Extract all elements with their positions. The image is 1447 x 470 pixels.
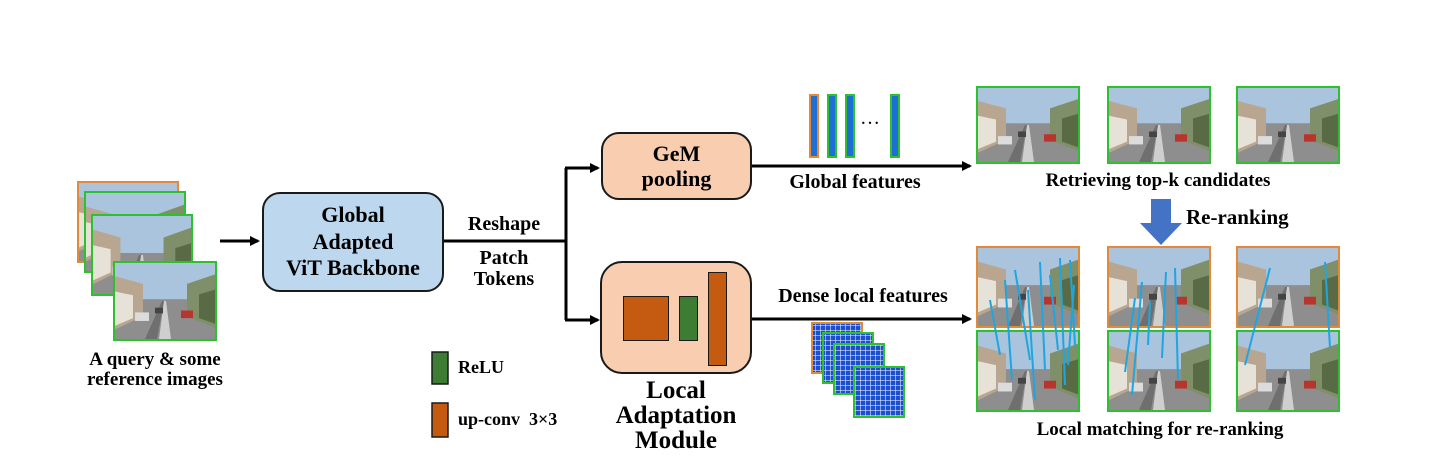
match-query-3 (1236, 246, 1340, 328)
candidate-image-3 (1236, 86, 1340, 164)
backbone-box: Global Adapted ViT Backbone (262, 192, 444, 292)
rerank-arrow-icon (1140, 199, 1182, 245)
gem-line1: GeM (652, 140, 701, 166)
local-matching-label: Local matching for re-ranking (1036, 419, 1284, 440)
street-scene-icon (1109, 332, 1209, 410)
lam-line3: Module (635, 427, 717, 454)
backbone-line3: ViT Backbone (286, 255, 420, 281)
rerank-label: Re-ranking (1186, 205, 1289, 229)
match-ref-3 (1236, 330, 1340, 412)
gem-line2: pooling (641, 166, 712, 191)
upconv-block-1 (623, 296, 669, 341)
input-caption-line2: reference images (87, 368, 223, 390)
upconv-block-2 (708, 272, 727, 366)
legend-upconv-swatch (431, 402, 449, 438)
global-features-label: Global features (789, 171, 921, 193)
street-scene-icon (1238, 248, 1338, 326)
relu-block (679, 296, 698, 341)
reshape-label: Reshape (467, 213, 541, 235)
dense-feature-maps (811, 322, 905, 418)
street-scene-icon (1109, 88, 1209, 162)
ellipsis: … (860, 107, 880, 129)
street-scene-icon (1238, 332, 1338, 410)
candidate-image-1 (976, 86, 1080, 164)
gem-pooling-box: GeM pooling (601, 132, 752, 200)
input-caption-line1: A query & some (89, 349, 221, 370)
street-scene-icon (978, 248, 1078, 326)
match-ref-2 (1107, 330, 1211, 412)
lam-label: Local Adaptation Module (590, 378, 762, 453)
legend-relu-swatch (431, 351, 449, 385)
input-caption: A query & some reference images (60, 350, 250, 390)
lam-line1: Local (646, 377, 706, 404)
retrieving-label: Retrieving top-k candidates (1045, 170, 1271, 191)
candidate-image-2 (1107, 86, 1211, 164)
dense-local-features-label: Dense local features (778, 285, 948, 307)
patch-tokens-label: Patch Tokens (452, 248, 556, 290)
backbone-line2: Adapted (312, 228, 394, 254)
legend-upconv-label: up-conv 3×3 (458, 409, 558, 429)
match-ref-1 (976, 330, 1080, 412)
input-image-4 (113, 261, 217, 341)
street-scene-icon (978, 88, 1078, 162)
global-feature-vectors (809, 94, 900, 158)
street-scene-icon (115, 263, 215, 339)
lam-line2: Adaptation (615, 402, 737, 429)
match-query-1 (976, 246, 1080, 328)
street-scene-icon (1238, 88, 1338, 162)
match-query-2 (1107, 246, 1211, 328)
legend-relu-label: ReLU (458, 357, 504, 377)
street-scene-icon (1109, 248, 1209, 326)
backbone-line1: Global (321, 202, 385, 228)
patch-label: Patch (479, 247, 529, 269)
street-scene-icon (978, 332, 1078, 410)
tokens-label: Tokens (473, 268, 535, 290)
